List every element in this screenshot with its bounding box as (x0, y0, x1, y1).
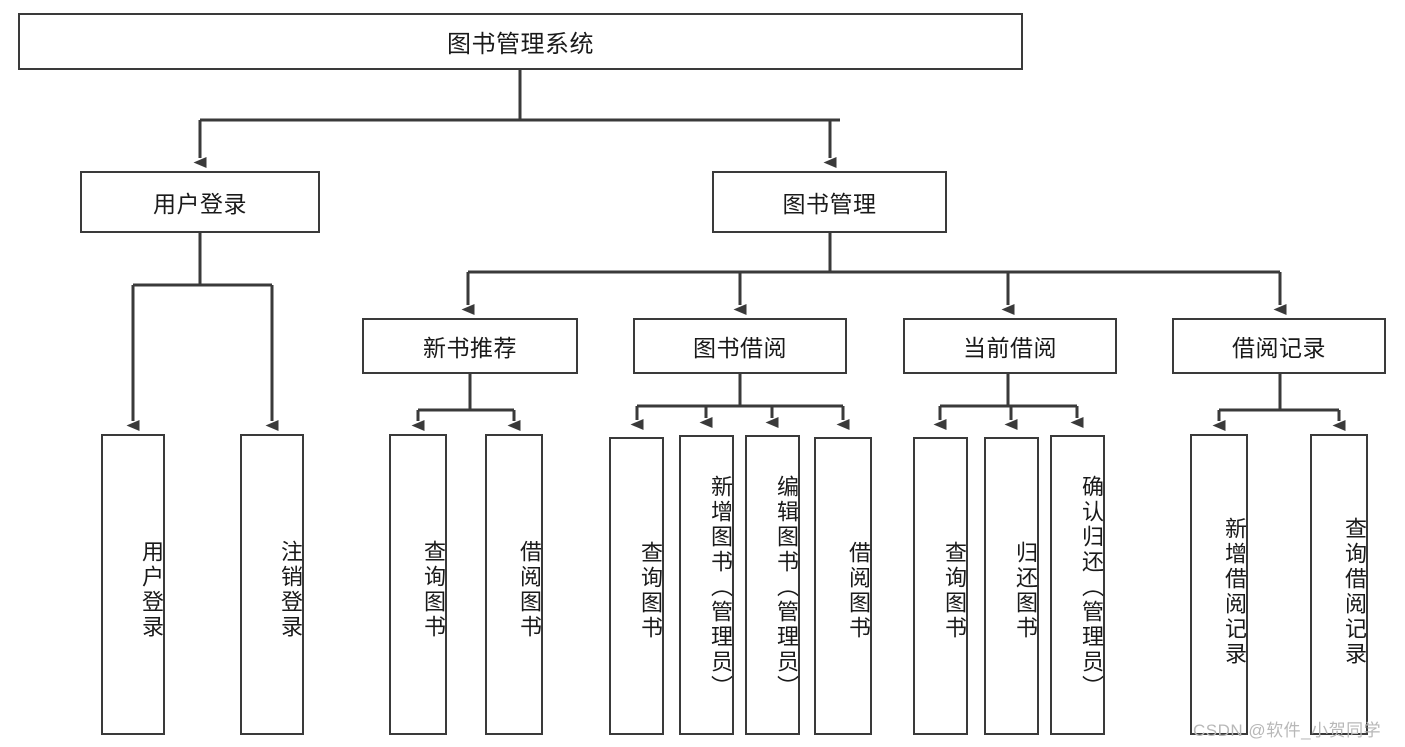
leaf-query-book-1[interactable]: 查询图书 (389, 434, 447, 735)
node-borrow-record-label: 借阅记录 (1232, 335, 1326, 361)
node-new-book-recommend[interactable]: 新书推荐 (362, 318, 578, 374)
leaf-edit-book[interactable]: 编辑图书（管理员） (745, 435, 800, 735)
node-book-borrow-label: 图书借阅 (693, 335, 787, 361)
node-current-borrow-label: 当前借阅 (963, 335, 1057, 361)
leaf-query-book-1-label: 查询图书 (421, 539, 446, 640)
leaf-borrow-book-1[interactable]: 借阅图书 (485, 434, 543, 735)
leaf-edit-book-label: 编辑图书（管理员） (774, 474, 799, 700)
leaf-borrow-book-2[interactable]: 借阅图书 (814, 437, 872, 735)
leaf-return-book-label: 归还图书 (1013, 541, 1038, 641)
node-book-borrow[interactable]: 图书借阅 (633, 318, 847, 374)
leaf-confirm-return[interactable]: 确认归还（管理员） (1050, 435, 1105, 735)
leaf-user-logout[interactable]: 注销登录 (240, 434, 304, 735)
leaf-add-record[interactable]: 新增借阅记录 (1190, 434, 1248, 735)
leaf-query-book-3[interactable]: 查询图书 (913, 437, 968, 735)
leaf-borrow-book-2-label: 借阅图书 (846, 541, 871, 641)
leaf-add-record-label: 新增借阅记录 (1222, 516, 1247, 667)
leaf-add-book-label: 新增图书（管理员） (708, 474, 733, 700)
leaf-borrow-book-1-label: 借阅图书 (517, 539, 542, 640)
csdn-watermark: CSDN @软件_小贺同学 (1193, 721, 1382, 740)
node-root[interactable]: 图书管理系统 (18, 13, 1023, 70)
leaf-query-book-3-label: 查询图书 (942, 541, 967, 641)
node-book-manage-label: 图书管理 (782, 191, 877, 217)
node-user-login-label: 用户登录 (153, 191, 247, 217)
node-root-label: 图书管理系统 (447, 31, 594, 58)
leaf-query-record-label: 查询借阅记录 (1342, 516, 1367, 667)
leaf-user-logout-label: 注销登录 (278, 539, 303, 640)
node-book-manage[interactable]: 图书管理 (712, 171, 947, 233)
node-borrow-record[interactable]: 借阅记录 (1172, 318, 1386, 374)
leaf-query-record[interactable]: 查询借阅记录 (1310, 434, 1368, 735)
leaf-query-book-2[interactable]: 查询图书 (609, 437, 664, 735)
leaf-user-login-label: 用户登录 (139, 539, 164, 640)
node-new-book-recommend-label: 新书推荐 (423, 335, 517, 361)
leaf-return-book[interactable]: 归还图书 (984, 437, 1039, 735)
leaf-query-book-2-label: 查询图书 (638, 541, 663, 641)
leaf-confirm-return-label: 确认归还（管理员） (1079, 474, 1104, 700)
node-user-login[interactable]: 用户登录 (80, 171, 320, 233)
leaf-add-book[interactable]: 新增图书（管理员） (679, 435, 734, 735)
node-current-borrow[interactable]: 当前借阅 (903, 318, 1117, 374)
leaf-user-login[interactable]: 用户登录 (101, 434, 165, 735)
